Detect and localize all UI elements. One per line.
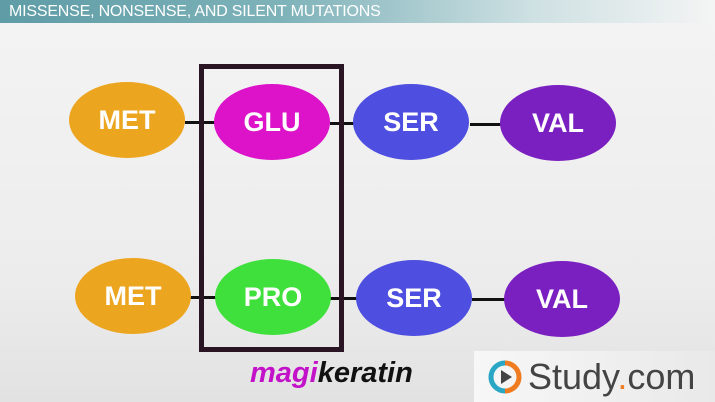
bond bbox=[472, 298, 506, 301]
amino-acid-met: MET bbox=[69, 82, 185, 158]
amino-acid-val: VAL bbox=[500, 85, 616, 161]
amino-acid-pro: PRO bbox=[215, 259, 331, 335]
amino-acid-ser: SER bbox=[353, 84, 469, 160]
amino-acid-glu: GLU bbox=[214, 84, 330, 160]
slide-title: MISSENSE, NONSENSE, AND SILENT MUTATIONS bbox=[9, 3, 381, 20]
highlight-box bbox=[199, 64, 344, 352]
title-bar: MISSENSE, NONSENSE, AND SILENT MUTATIONS bbox=[0, 0, 715, 23]
bond bbox=[330, 297, 358, 300]
amino-acid-ser: SER bbox=[356, 260, 472, 336]
study-com-logo: Study.com bbox=[474, 351, 715, 402]
play-icon bbox=[488, 360, 522, 393]
magikeratin-watermark: magikeratin bbox=[250, 357, 413, 389]
amino-acid-val: VAL bbox=[504, 261, 620, 337]
bond bbox=[470, 123, 502, 126]
bond bbox=[190, 296, 218, 299]
amino-acid-met: MET bbox=[75, 258, 191, 334]
